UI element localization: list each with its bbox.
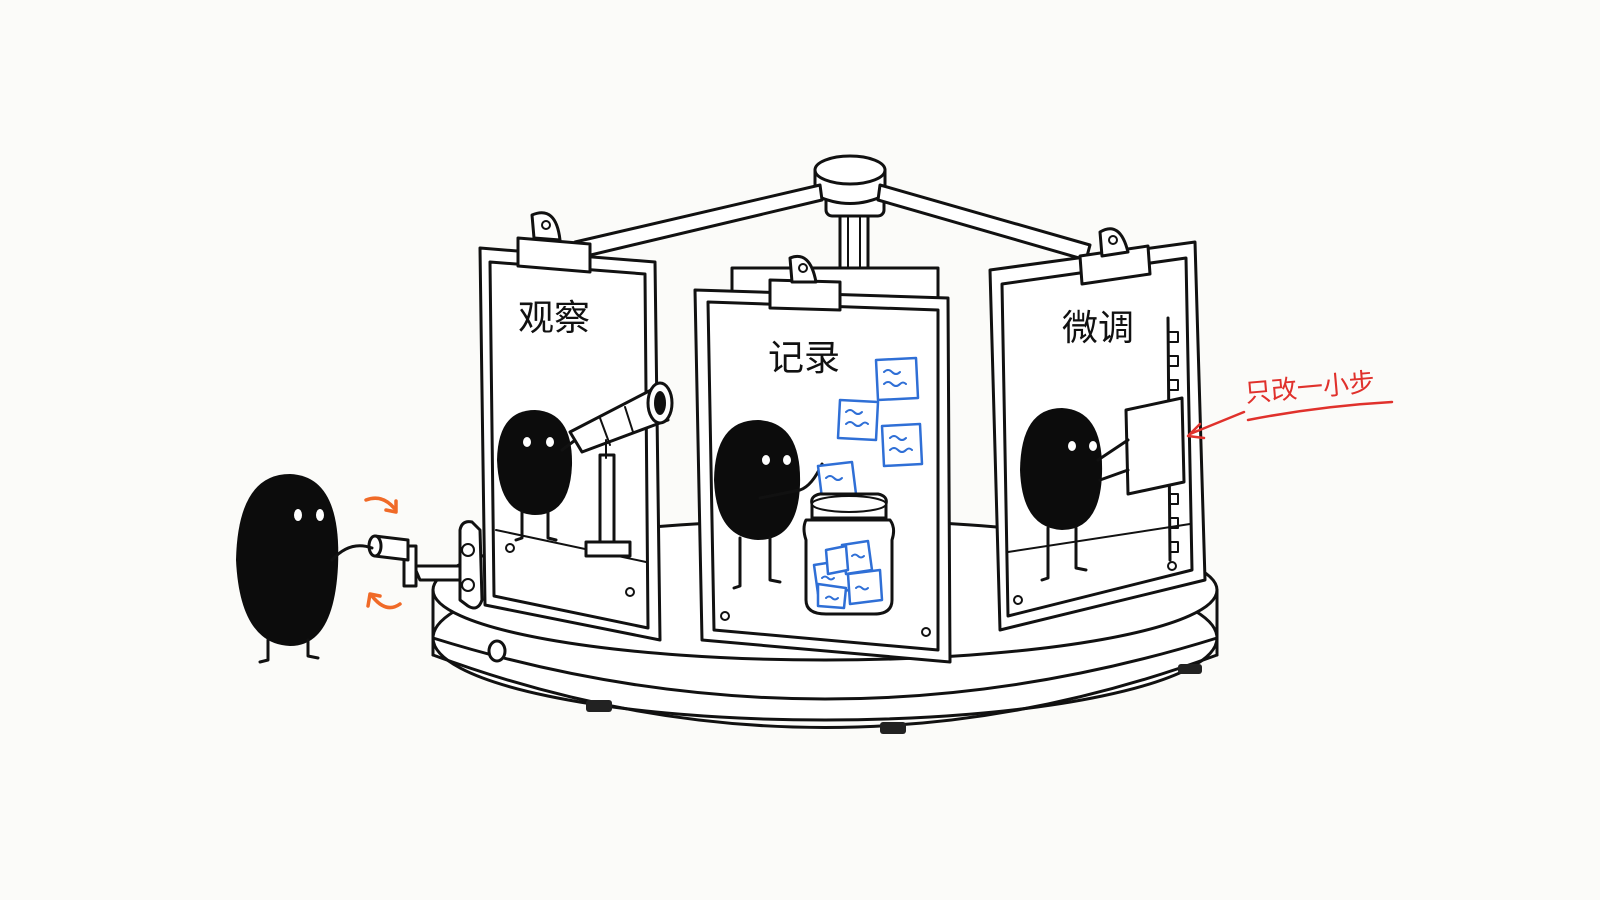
crank-icon [367, 520, 484, 610]
annotation: 只改一小步 [1186, 368, 1394, 440]
crank-operator-character [236, 474, 374, 664]
panel-record: 记录 [693, 255, 952, 664]
annotation-underline [1246, 400, 1394, 422]
panel-observe: 观察 [478, 211, 674, 642]
sticky-note-icon [880, 422, 924, 468]
annotation-arrow [1188, 410, 1246, 436]
adjustment-block [1124, 396, 1186, 496]
panel-tweak-label: 微调 [1062, 308, 1134, 349]
annotation-text: 只改一小步 [1244, 368, 1376, 409]
tweaker-character [1020, 408, 1130, 582]
panel-observe-label: 观察 [518, 298, 590, 339]
jar-icon [802, 492, 896, 616]
telescope-icon [568, 381, 674, 558]
panel-record-label: 记录 [768, 338, 840, 379]
support-arms [573, 183, 1092, 262]
panel-tweak: 微调 [988, 227, 1207, 632]
rotation-arrow-icon [364, 496, 398, 514]
sticky-note-icon [874, 356, 920, 402]
rotation-arrow-icon [366, 592, 402, 610]
central-hub [813, 154, 887, 282]
sticky-notes-wall [836, 356, 924, 468]
sticky-note-icon [836, 398, 880, 442]
